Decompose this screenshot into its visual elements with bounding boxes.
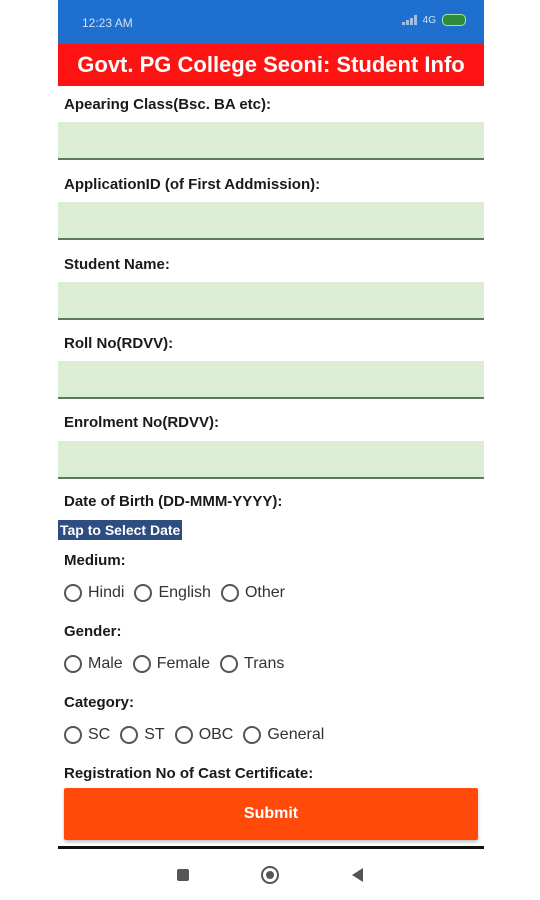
medium-option-other[interactable]: Other	[220, 584, 285, 602]
radio-button[interactable]	[64, 655, 82, 673]
gender-radio-group: Male Female Trans	[64, 655, 294, 673]
option-label: OBC	[198, 726, 234, 743]
enrolment-no-input[interactable]	[58, 441, 484, 479]
category-label: Category:	[64, 694, 135, 711]
app-title-bar: Govt. PG College Seoni: Student Info	[58, 44, 484, 86]
recent-apps-icon[interactable]	[177, 869, 189, 881]
option-label: Hindi	[88, 584, 125, 601]
category-option-sc[interactable]: SC	[64, 726, 110, 744]
roll-no-label: Roll No(RDVV):	[64, 335, 174, 352]
radio-button[interactable]	[220, 584, 239, 602]
app-title: Govt. PG College Seoni: Student Info	[77, 52, 465, 77]
radio-button[interactable]	[64, 584, 82, 602]
dob-date-picker[interactable]: Tap to Select Date	[58, 520, 183, 540]
enrolment-no-label: Enrolment No(RDVV):	[64, 414, 219, 431]
gender-option-trans[interactable]: Trans	[220, 655, 284, 673]
option-label: Trans	[244, 655, 285, 672]
status-indicators: 4G	[401, 14, 466, 26]
radio-button[interactable]	[134, 584, 153, 602]
status-bar: 12:23 AM 4G	[58, 0, 484, 44]
nav-divider	[58, 846, 484, 849]
navigation-bar	[58, 850, 484, 900]
gender-option-female[interactable]: Female	[132, 655, 211, 673]
medium-radio-group: Hindi English Other	[64, 584, 295, 602]
category-option-general[interactable]: General	[243, 726, 324, 744]
gender-label: Gender:	[64, 623, 122, 640]
battery-icon	[442, 14, 466, 26]
radio-button[interactable]	[243, 726, 262, 744]
radio-button[interactable]	[64, 726, 82, 744]
cast-certificate-label: Registration No of Cast Certificate:	[64, 765, 314, 782]
application-id-input[interactable]	[58, 202, 484, 240]
category-option-obc[interactable]: OBC	[174, 726, 234, 744]
signal-icon	[401, 15, 417, 25]
home-icon[interactable]	[261, 866, 279, 884]
student-name-input[interactable]	[58, 282, 484, 320]
radio-button[interactable]	[132, 655, 151, 673]
gender-option-male[interactable]: Male	[64, 655, 123, 673]
roll-no-input[interactable]	[58, 361, 484, 399]
option-label: Male	[88, 655, 123, 672]
option-label: English	[158, 584, 211, 601]
dob-label: Date of Birth (DD-MMM-YYYY):	[64, 493, 283, 510]
radio-button[interactable]	[220, 655, 239, 673]
status-time: 12:23 AM	[82, 16, 133, 30]
medium-label: Medium:	[64, 552, 126, 569]
application-id-label: ApplicationID (of First Addmission):	[64, 176, 321, 193]
option-label: General	[267, 726, 325, 743]
option-label: SC	[88, 726, 111, 743]
option-label: Other	[244, 584, 285, 601]
appearing-class-input[interactable]	[58, 122, 484, 160]
option-label: Female	[156, 655, 211, 672]
medium-option-english[interactable]: English	[134, 584, 211, 602]
category-option-st[interactable]: ST	[120, 726, 165, 744]
submit-button[interactable]: Submit	[64, 788, 478, 840]
network-type: 4G	[422, 14, 436, 26]
appearing-class-label: Apearing Class(Bsc. BA etc):	[64, 96, 271, 113]
radio-button[interactable]	[120, 726, 139, 744]
phone-screen: 12:23 AM 4G Govt. PG College Seoni: Stud…	[58, 0, 484, 900]
radio-button[interactable]	[174, 726, 193, 744]
medium-option-hindi[interactable]: Hindi	[64, 584, 124, 602]
category-radio-group: SC ST OBC General	[64, 726, 334, 744]
student-name-label: Student Name:	[64, 256, 170, 273]
option-label: ST	[144, 726, 165, 743]
back-icon[interactable]	[352, 868, 363, 882]
